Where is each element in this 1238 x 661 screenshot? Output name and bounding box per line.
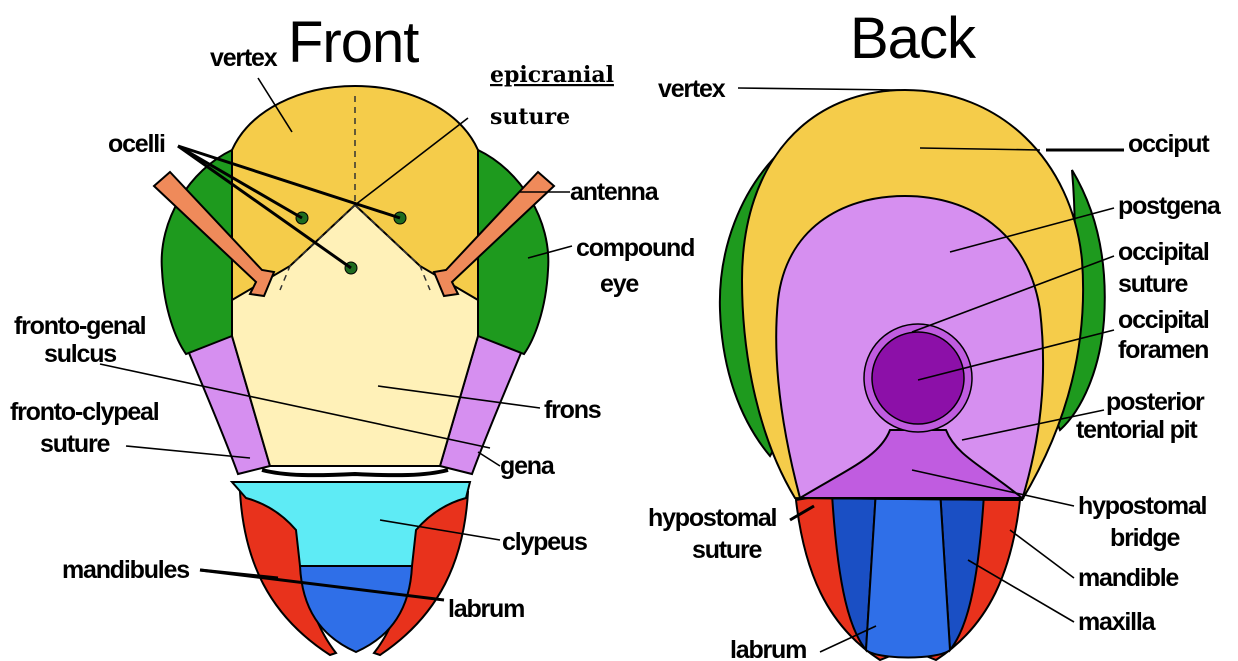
back-label-occipital-suture-2: suture xyxy=(1118,270,1189,298)
back-labrum xyxy=(866,490,950,658)
back-view xyxy=(720,90,1105,660)
back-label-occipital-suture-1: occipital xyxy=(1118,238,1209,266)
back-title: Back xyxy=(850,6,977,71)
front-label-compound-1: compound xyxy=(576,234,694,262)
occipital-foramen xyxy=(872,332,964,424)
back-label-occiput: occiput xyxy=(1128,130,1210,158)
back-label-mandible: mandible xyxy=(1078,564,1179,592)
front-label-epicranial-1: epicranial xyxy=(490,62,614,88)
back-label-labrum: labrum xyxy=(730,636,806,661)
back-label-vertex: vertex xyxy=(658,75,726,103)
front-label-frontogenal-2: sulcus xyxy=(44,340,116,368)
front-title: Front xyxy=(288,10,419,75)
back-label-posterior-1: posterior xyxy=(1106,388,1205,416)
back-label-maxilla: maxilla xyxy=(1078,608,1157,636)
back-label-posterior-2: tentorial pit xyxy=(1076,416,1198,444)
back-label-hypostomal-suture-1: hypostomal xyxy=(648,504,777,532)
back-label-occipital-foramen-2: foramen xyxy=(1118,336,1208,364)
front-label-compound-2: eye xyxy=(600,270,639,298)
front-label-gena: gena xyxy=(500,452,556,480)
back-label-hypostomal-bridge-1: hypostomal xyxy=(1078,492,1207,520)
front-label-ocelli: ocelli xyxy=(108,130,165,158)
back-label-hypostomal-bridge-2: bridge xyxy=(1110,524,1180,552)
back-label-hypostomal-suture-2: suture xyxy=(692,536,763,564)
front-label-mandibules: mandibules xyxy=(62,556,189,584)
front-label-labrum: labrum xyxy=(448,595,524,623)
back-label-postgena: postgena xyxy=(1118,192,1222,220)
front-label-frons: frons xyxy=(544,396,601,424)
front-label-vertex: vertex xyxy=(210,44,278,72)
front-label-frontoclypeal-2: suture xyxy=(40,430,111,458)
fronto-clypeal-suture-line xyxy=(262,470,448,475)
back-label-occipital-foramen-1: occipital xyxy=(1118,306,1209,334)
front-label-epicranial-2: suture xyxy=(490,104,570,130)
front-label-clypeus: clypeus xyxy=(502,528,587,556)
front-label-antenna: antenna xyxy=(570,178,660,206)
front-label-frontogenal-1: fronto-genal xyxy=(14,312,146,340)
front-label-frontoclypeal-1: fronto-clypeal xyxy=(10,398,159,426)
